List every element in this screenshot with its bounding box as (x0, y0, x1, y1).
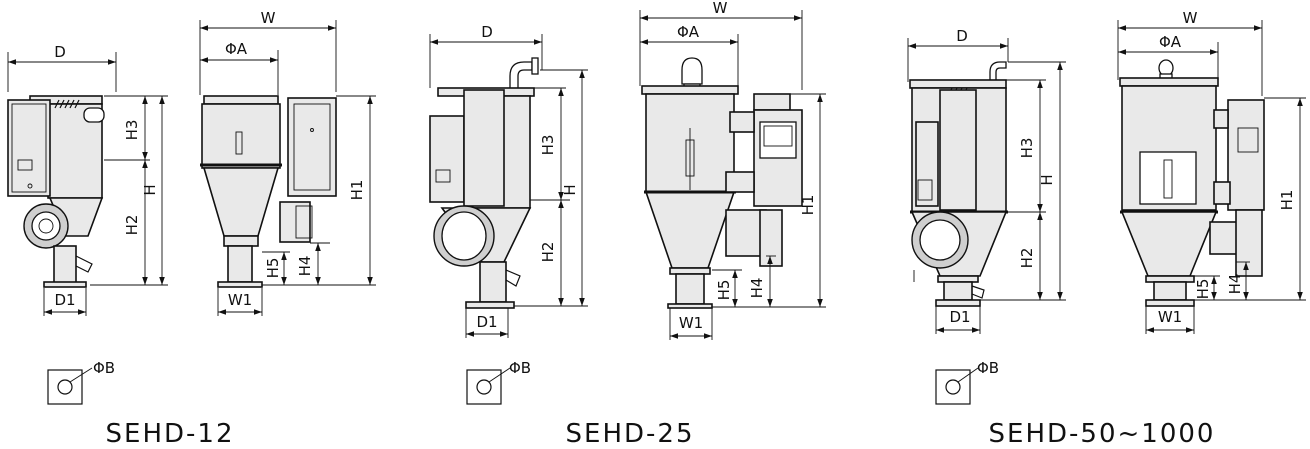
front-view-sehd-25: W ΦA (639, 0, 826, 340)
dim-label-h5: H5 (1194, 279, 1212, 300)
dim-label-h: H (1038, 174, 1056, 185)
dim-label-h3: H3 (539, 135, 557, 156)
front-view-sehd-12: W ΦA W1 (199, 9, 376, 316)
phi-b-detail-sehd-50-1000: ΦB (935, 359, 999, 405)
dim-label-h5: H5 (264, 258, 282, 279)
dim-label-w1: W1 (679, 314, 703, 332)
model-title-sehd-25: SEHD-25 (566, 419, 695, 449)
front-view-sehd-50-1000: W ΦA W (1117, 9, 1306, 334)
dim-label-h4: H4 (296, 256, 314, 277)
dim-label-h: H (141, 184, 159, 195)
dim-label-h1: H1 (1278, 190, 1296, 211)
dim-label-d: D (54, 43, 66, 61)
model-group-sehd-12: D (7, 9, 376, 449)
dim-label-h1: H1 (799, 195, 817, 216)
dim-label-d1: D1 (54, 291, 75, 309)
dim-label-phi-b: ΦB (977, 359, 999, 377)
dim-label-h2: H2 (1018, 248, 1036, 269)
side-view-sehd-50-1000: D (907, 27, 1066, 334)
side-view-sehd-25: D (429, 23, 588, 338)
side-view-sehd-12: D (7, 43, 168, 316)
dim-label-h5: H5 (715, 280, 733, 301)
dim-label-w: W (1183, 9, 1198, 27)
model-group-sehd-25: D (429, 0, 826, 449)
dim-label-h4: H4 (748, 278, 766, 299)
dim-label-w1: W1 (1158, 308, 1182, 326)
dim-label-w: W (713, 0, 728, 17)
dim-label-h: H (561, 184, 579, 195)
dim-label-h3: H3 (123, 120, 141, 141)
dim-label-d1: D1 (476, 313, 497, 331)
dim-label-w: W (261, 9, 276, 27)
dim-label-d1: D1 (949, 308, 970, 326)
dim-label-phi-a: ΦA (1159, 33, 1182, 51)
model-title-sehd-50-1000: SEHD-50~1000 (989, 419, 1216, 449)
dim-label-h1: H1 (348, 180, 366, 201)
dim-label-phi-a: ΦA (677, 23, 700, 41)
dim-label-phi-a: ΦA (225, 40, 248, 58)
phi-b-detail-sehd-12: ΦB (47, 359, 115, 405)
phi-b-detail-sehd-25: ΦB (466, 359, 531, 405)
dim-label-d: D (956, 27, 968, 45)
model-group-sehd-50-1000: D (907, 9, 1306, 449)
dim-label-h3: H3 (1018, 138, 1036, 159)
dim-label-h2: H2 (539, 242, 557, 263)
dim-label-h2: H2 (123, 215, 141, 236)
dim-label-w1: W1 (228, 291, 252, 309)
dim-label-phi-b: ΦB (93, 359, 115, 377)
dim-label-d: D (481, 23, 493, 41)
dim-label-h4: H4 (1226, 274, 1244, 295)
dim-label-phi-b: ΦB (509, 359, 531, 377)
model-title-sehd-12: SEHD-12 (106, 419, 235, 449)
